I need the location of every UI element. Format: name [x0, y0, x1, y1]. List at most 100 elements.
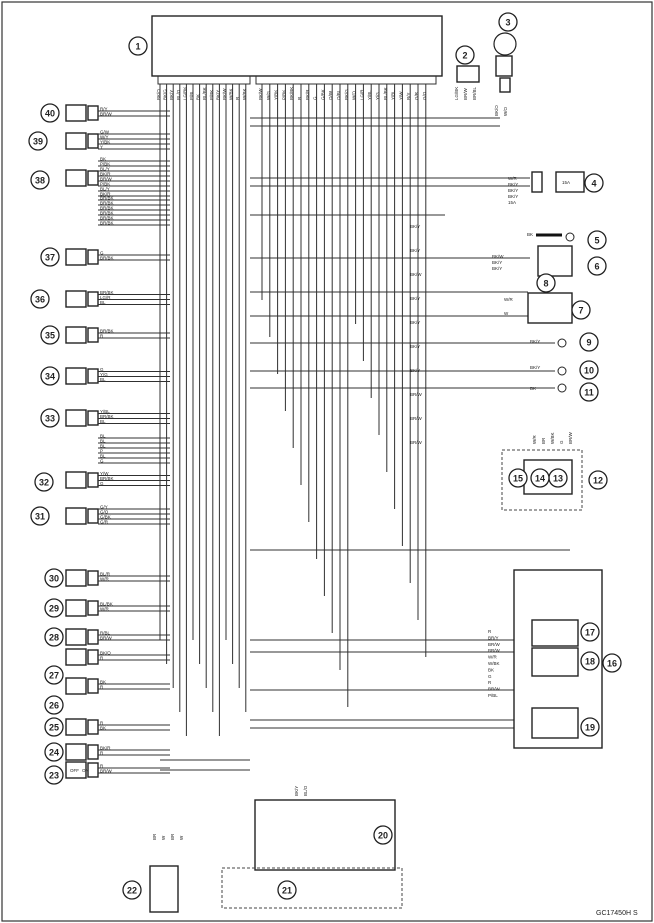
wire-label: BR/W [410, 440, 423, 445]
wire-label: LG/R [100, 295, 111, 300]
left-connectors: R/YBR/WG/WW/YY/BKYBKP/BKBL/YBK/RBR/WP/BK… [65, 104, 170, 779]
callout-29: 29 [44, 598, 64, 618]
wire-label: 15A [508, 200, 516, 205]
svg-text:36: 36 [35, 295, 45, 305]
ecu-pin-label: G [313, 96, 318, 100]
wire-label: BR/W [488, 642, 501, 647]
connector-c31: G/YG/OG/BKG/R [65, 504, 170, 525]
svg-text:19: 19 [585, 723, 595, 733]
wire-label: BR/W [100, 176, 113, 181]
svg-text:10: 10 [584, 366, 594, 376]
connector-c32: Y/WBR/BKG [65, 471, 170, 489]
ecu-pin-label: Y/BL [391, 90, 396, 100]
ecu-pin-label: P/BK [281, 90, 286, 100]
connector-22 [149, 865, 179, 913]
wire-label: BR/BK [100, 205, 114, 210]
wire-label: P/BK [100, 161, 110, 166]
connector-c29: BL/BKW/R [65, 599, 170, 617]
wire-label: BR/W [410, 392, 423, 397]
wire-label: BL [100, 433, 106, 438]
callout-26: 26 [44, 695, 64, 715]
wire-label: BK [527, 232, 533, 237]
wire-label: BR/W [100, 111, 113, 116]
connector-c25: RBK [65, 718, 170, 736]
ecu-pin-label: W/BK [242, 88, 247, 100]
wire-label: G [100, 458, 104, 463]
switch-position-label: ON [82, 768, 89, 773]
svg-text:35: 35 [45, 331, 55, 341]
callout-numbers: 1234567891011121314151617181920212223242… [28, 12, 622, 900]
battery-unit-20 [221, 799, 403, 909]
ecu-pin-label: O/BL [336, 89, 341, 100]
wire-label: BK [100, 679, 106, 684]
wire-label: Y/BL [100, 409, 110, 414]
connector-c40: R/YBR/W [65, 104, 170, 122]
wire-label: BK/Y [492, 266, 502, 271]
svg-text:26: 26 [49, 701, 59, 711]
fuse-4: 15A [531, 171, 585, 193]
wire-label: Y/G [100, 372, 108, 377]
wire-label: W/R [100, 576, 109, 581]
wire-label: BL [100, 453, 106, 458]
wire-label: R/Y [100, 106, 108, 111]
wire-label: W/BK [488, 661, 500, 666]
ecu-pin-label: G/O [422, 91, 427, 100]
ecu-pin-label: BL/BK [202, 87, 207, 100]
callout-2: 2 [455, 45, 475, 65]
wire-label: BK/O [494, 105, 499, 116]
wire-label: BR/BK [100, 328, 114, 333]
callout-5: 5 [587, 230, 607, 250]
wire-label: P/BL [488, 693, 498, 698]
wire-label: BR/BK [100, 210, 114, 215]
svg-text:1: 1 [135, 42, 140, 52]
callout-33: 33 [40, 408, 60, 428]
connector-c34: GY/GBL [65, 367, 170, 385]
wire-label: BK/Y [410, 224, 420, 229]
svg-text:15: 15 [513, 474, 523, 484]
callout-22: 22 [122, 880, 142, 900]
connector-c37: GBR/BK [65, 248, 170, 266]
wire-label: W/O [503, 107, 508, 116]
svg-text:24: 24 [49, 748, 59, 758]
ecu-pin-label: BL/O [176, 89, 181, 100]
wire-label: BR/W [100, 768, 113, 773]
component-6 [537, 245, 573, 277]
ecu-pin-label: BK/G [344, 89, 349, 100]
wire-label: BR/BK [100, 200, 114, 205]
wire-label: BK/Y [508, 188, 518, 193]
ecu-pin-label: R/Y [406, 92, 411, 100]
wire-label: BR [170, 833, 175, 840]
wire-label: W [161, 835, 166, 840]
ecu-pin-label: O/W [328, 90, 333, 100]
svg-text:2: 2 [462, 51, 467, 61]
wire-label: W/R [532, 435, 537, 444]
wire-label: BK/R [100, 171, 111, 176]
callout-15: 15 [508, 468, 528, 488]
wire-label: BL/O [303, 785, 308, 796]
wire-label: BR/BL [472, 86, 477, 100]
wire-label: BR/BK [100, 195, 114, 200]
wire-label: BR/W [410, 416, 423, 421]
svg-text:7: 7 [578, 306, 583, 316]
ecu-pin-label: R [297, 96, 302, 100]
callout-6: 6 [587, 256, 607, 276]
wire-label: R [100, 655, 104, 660]
callout-25: 25 [44, 717, 64, 737]
connector-c30: BL/RW/R [65, 569, 170, 587]
wire-label: BK/Y [508, 182, 518, 187]
wire-label: BK [488, 667, 494, 672]
callout-10: 10 [579, 360, 599, 380]
wire-label: BL [100, 438, 106, 443]
wire-label: BR/W [488, 687, 501, 692]
ground-9 [557, 338, 567, 348]
diagram-code: GC17450H S [596, 910, 638, 917]
wire-label: BK/Y [410, 248, 420, 253]
svg-text:11: 11 [584, 388, 594, 398]
wire-label: G [488, 674, 492, 679]
wire-label: BK/Y [410, 296, 420, 301]
callout-32: 32 [34, 472, 54, 492]
wire-label: BK [100, 725, 106, 730]
